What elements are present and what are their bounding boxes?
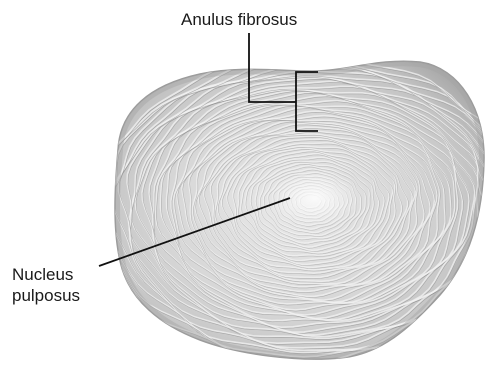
nucleus-label-line-2: pulposus [12, 285, 80, 306]
nucleus-pulposus-core [270, 170, 360, 226]
nucleus-label-line-1: Nucleus [12, 264, 80, 285]
anulus-fibrosus-label: Anulus fibrosus [181, 9, 297, 30]
nucleus-pulposus-label: Nucleus pulposus [12, 264, 80, 306]
